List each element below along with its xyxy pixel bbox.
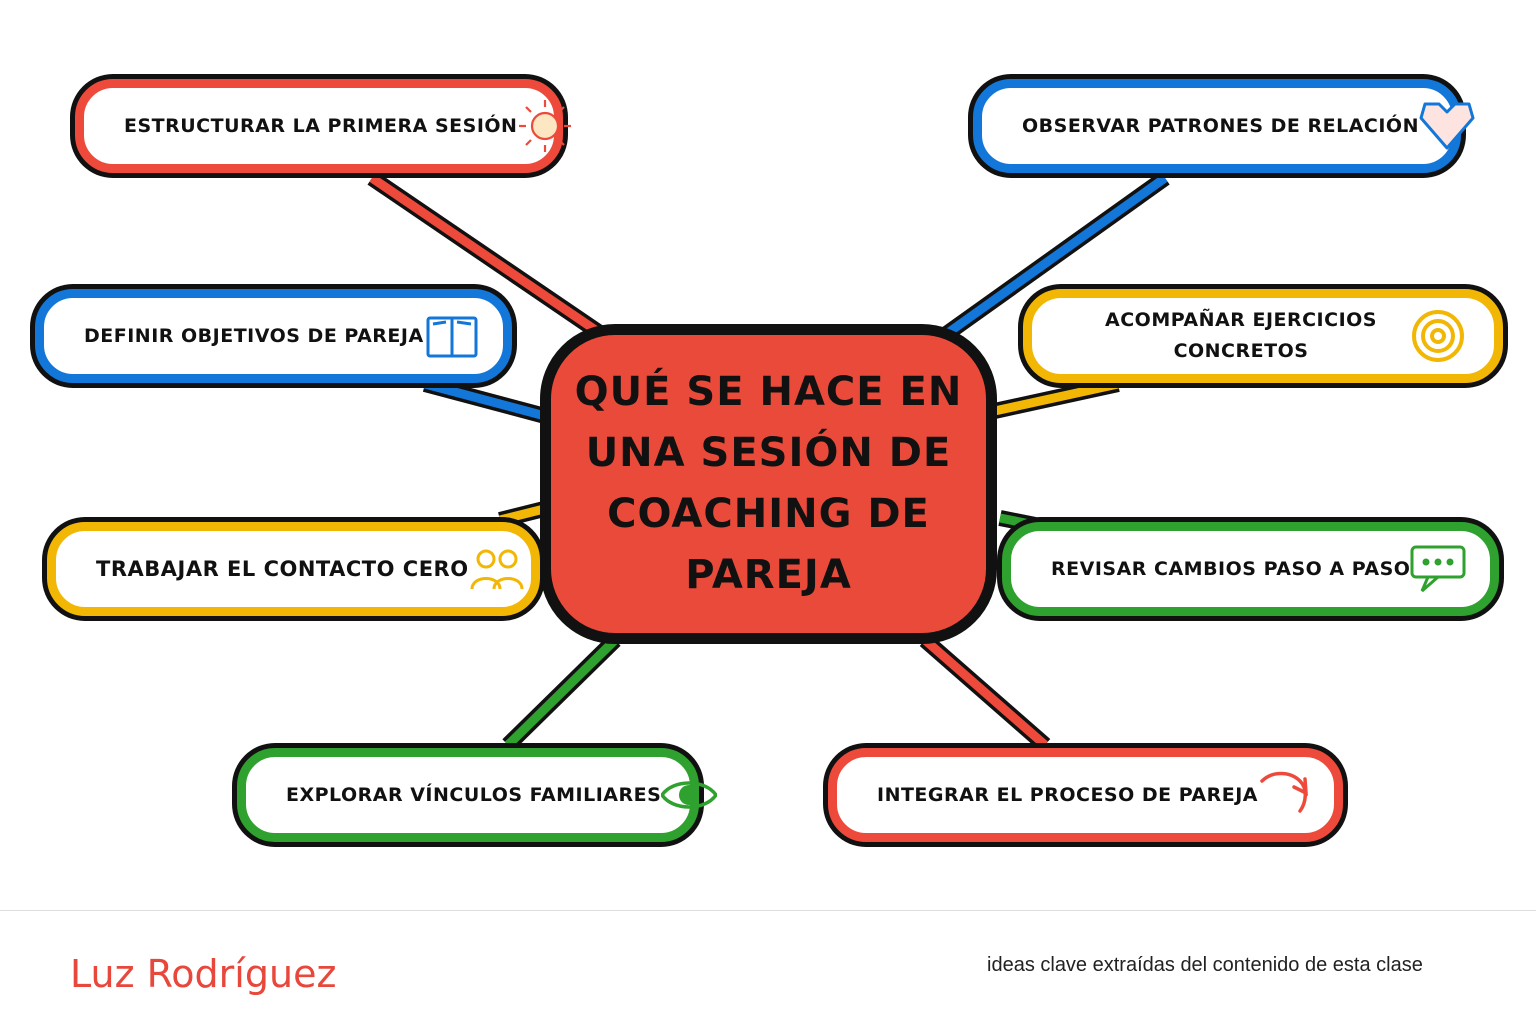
people-icon [469,541,525,597]
footer-caption: ideas clave extraídas del contenido de e… [987,954,1423,976]
node-label: ACOMPAÑAR EJERCICIOS CONCRETOS [1105,309,1377,362]
connector-line [504,636,619,749]
node-revisar-cambios: REVISAR CAMBIOS PASO A PASO [1002,522,1499,616]
book-icon [424,308,480,364]
central-topic-title: QUÉ SE HACE EN UNA SESIÓN DE COACHING DE… [574,369,963,598]
author-name: Luz Rodríguez [70,952,337,996]
connector-line [369,174,613,344]
node-observar-patrones: OBSERVAR PATRONES DE RELACIÓN [973,79,1475,173]
connector-line [922,636,1048,749]
node-estructurar-primera-sesion: ESTRUCTURAR LA PRIMERA SESIÓN [75,79,572,173]
refresh-arrow-icon [1258,767,1314,823]
node-label: EXPLORAR VÍNCULOS FAMILIARES [286,784,662,806]
node-trabajar-contacto-cero: TRABAJAR EL CONTACTO CERO [47,522,540,616]
connector-line [989,379,1119,417]
node-integrar-proceso: INTEGRAR EL PROCESO DE PAREJA [828,748,1343,842]
node-label: INTEGRAR EL PROCESO DE PAREJA [877,784,1259,806]
node-label: REVISAR CAMBIOS PASO A PASO [1051,558,1411,580]
chat-icon [1410,541,1466,597]
heart-icon [1419,98,1475,154]
node-label: TRABAJAR EL CONTACTO CERO [96,557,469,581]
node-label: DEFINIR OBJETIVOS DE PAREJA [84,325,424,347]
connector-line [935,174,1168,344]
node-acompanar-ejercicios: ACOMPAÑAR EJERCICIOS CONCRETOS [1023,289,1503,383]
node-definir-objetivos: DEFINIR OBJETIVOS DE PAREJA [35,289,512,383]
footer-divider [0,910,1536,911]
node-label: OBSERVAR PATRONES DE RELACIÓN [1022,115,1419,137]
node-label: ESTRUCTURAR LA PRIMERA SESIÓN [124,115,518,137]
connector-line [423,379,562,425]
node-explorar-vinculos: EXPLORAR VÍNCULOS FAMILIARES [237,748,718,842]
central-topic: QUÉ SE HACE EN UNA SESIÓN DE COACHING DE… [540,324,997,644]
sun-icon [517,98,573,154]
target-icon [1410,308,1466,364]
eye-icon [661,767,718,823]
